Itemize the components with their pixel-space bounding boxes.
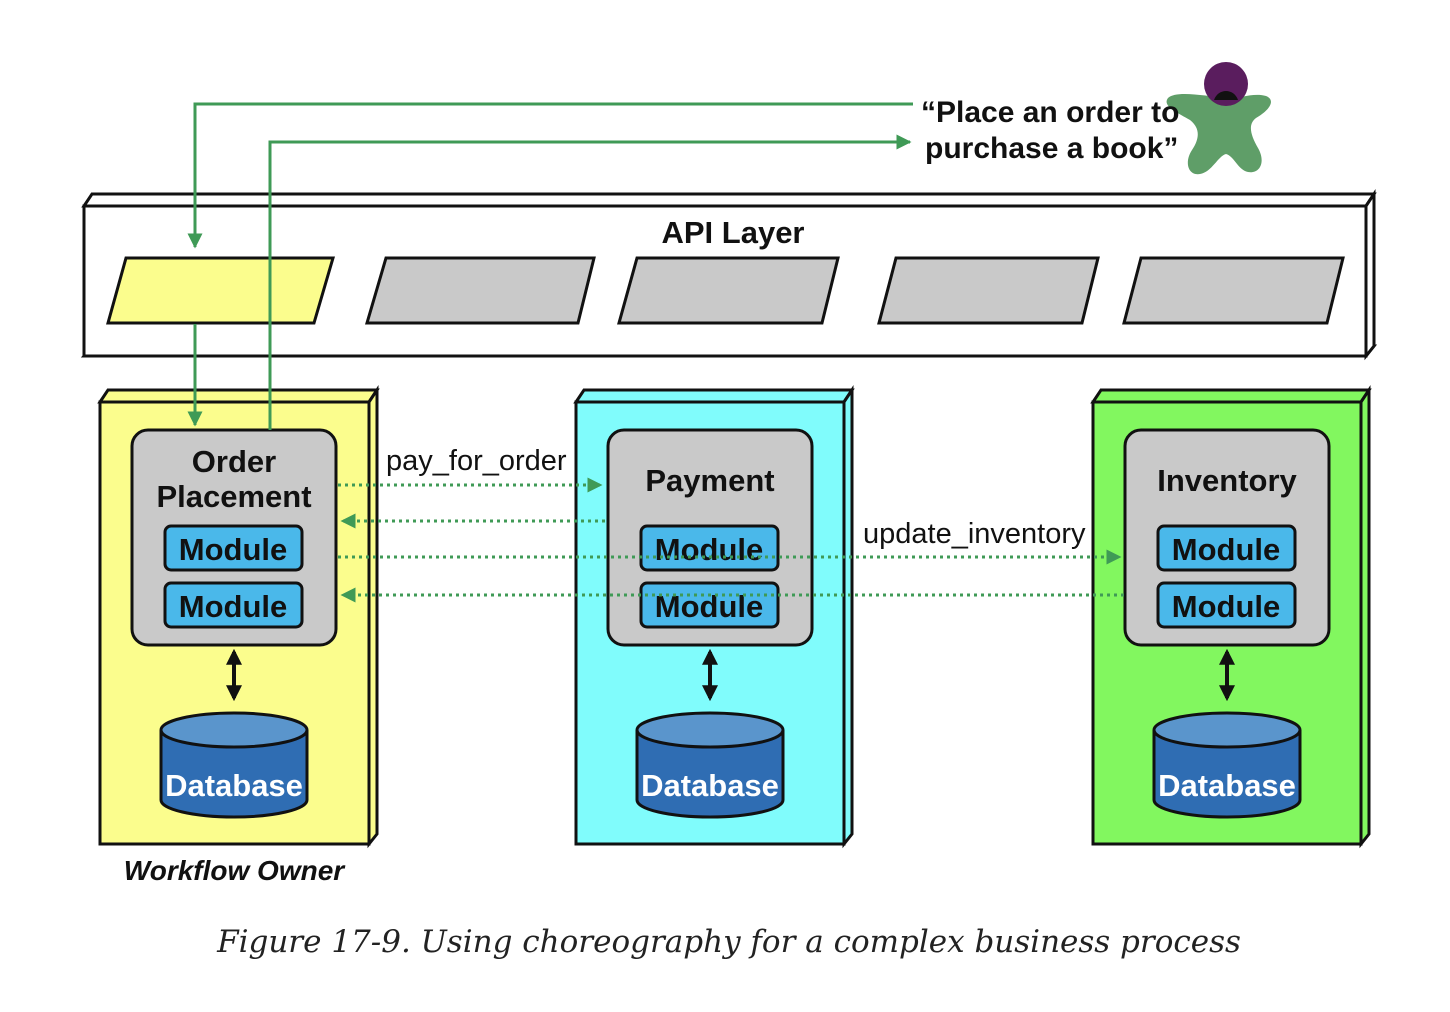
service-inventory: Inventory Module Module Database bbox=[1090, 385, 1372, 849]
database-icon bbox=[635, 711, 785, 819]
figure-caption: Figure 17-9. Using choreography for a co… bbox=[216, 924, 1241, 960]
database-icon bbox=[159, 711, 309, 819]
api-endpoint-3[interactable] bbox=[617, 256, 840, 325]
pay-for-order-label: pay_for_order bbox=[386, 445, 567, 477]
module-label: Module bbox=[179, 532, 288, 567]
database-label: Database bbox=[641, 768, 779, 803]
service-name-line1: Order bbox=[192, 444, 276, 479]
workflow-owner-caption: Workflow Owner bbox=[124, 855, 346, 886]
response-arrow bbox=[268, 134, 912, 430]
module-label: Module bbox=[179, 589, 288, 624]
user-quote-line1: “Place an order to bbox=[921, 96, 1179, 129]
service-name: Inventory bbox=[1157, 463, 1297, 498]
user-icon bbox=[1166, 62, 1271, 175]
service-payment: Payment Module Module Database bbox=[573, 385, 855, 849]
api-endpoint-4[interactable] bbox=[877, 256, 1100, 325]
api-endpoint-order[interactable] bbox=[106, 256, 336, 325]
module-label: Module bbox=[1172, 589, 1281, 624]
user-quote-line2: purchase a book” bbox=[925, 132, 1178, 165]
update-inventory-label: update_inventory bbox=[863, 518, 1086, 550]
service-name-line2: Placement bbox=[156, 479, 311, 514]
service-name: Payment bbox=[645, 463, 774, 498]
module-label: Module bbox=[655, 532, 764, 567]
request-arrow bbox=[187, 102, 913, 249]
service-order-placement: Order Placement Module Module Database bbox=[97, 385, 380, 849]
api-endpoint-5[interactable] bbox=[1122, 256, 1345, 325]
database-label: Database bbox=[165, 768, 303, 803]
api-endpoint-2[interactable] bbox=[364, 256, 596, 325]
database-label: Database bbox=[1158, 768, 1296, 803]
database-icon bbox=[1152, 711, 1302, 819]
module-label: Module bbox=[1172, 532, 1281, 567]
api-layer-title: API Layer bbox=[661, 215, 804, 250]
